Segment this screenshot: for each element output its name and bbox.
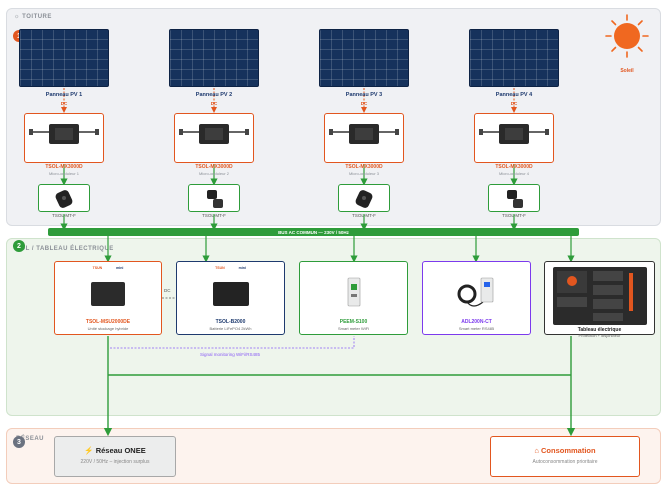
consumption-title-row: ⌂ Consommation: [491, 446, 639, 455]
plug-4: [488, 184, 540, 212]
plug-icon: [55, 190, 73, 208]
brand-logo: mini: [238, 266, 246, 270]
grid-title: Réseau ONEE: [95, 446, 146, 455]
zone-floor-badge: 2: [13, 240, 25, 252]
device-name: Tableau électrique: [577, 327, 622, 333]
device-wifi-meter: PEEM-S100 Smart meter WiFi: [299, 261, 408, 335]
micro-inverter-icon: [479, 124, 549, 144]
consumption-sub: Autoconsommation prioritaire: [532, 459, 598, 465]
pv-panel-2: [169, 29, 259, 87]
sun-label: Soleil: [620, 68, 634, 74]
device-sub: Unité stockage hybride: [87, 326, 129, 331]
device-sub: Protection + disjoncteur: [578, 333, 621, 338]
device-name: TSOL-B2000: [215, 319, 246, 325]
consumption-title: Consommation: [541, 446, 596, 455]
zone-grid-badge: 3: [13, 436, 25, 448]
pv-panel-label: Panneau PV 2: [195, 92, 233, 98]
device-sub: Smart meter WiFi: [337, 326, 370, 331]
micro-inverter-sub: Micro-onduleur 1: [48, 171, 79, 176]
micro-inverter-icon: [179, 124, 249, 144]
grid-title-row: ⚡ Réseau ONEE: [55, 446, 175, 455]
micro-inverter-1: [24, 113, 104, 163]
device-rs485-meter: ADL200N-CT Smart meter RS485: [422, 261, 531, 335]
storage-dc-label: DC: [164, 288, 171, 293]
storage-unit-icon: [91, 282, 125, 306]
roof-sun-icon: ☼: [14, 14, 20, 20]
brand-logo: TSUN: [215, 266, 225, 270]
plug-name: TSOL-MT-F: [52, 213, 76, 218]
micro-inverter-4: [474, 113, 554, 163]
micro-inverter-name: TSOL-MX3000D: [45, 164, 83, 170]
dc-label: DC: [510, 101, 518, 106]
device-storage-unit: TSUN mini TSOL-MSU2000DE Unité stockage …: [54, 261, 162, 335]
plug-3: [338, 184, 390, 212]
pv-panel-4: [469, 29, 559, 87]
brand-logos: TSUN mini: [55, 266, 161, 270]
micro-inverter-sub: Micro-onduleur 3: [348, 171, 379, 176]
brand-logo: TSUN: [92, 266, 103, 270]
micro-inverter-sub: Micro-onduleur 4: [498, 171, 529, 176]
micro-inverter-name: TSOL-MX3000D: [345, 164, 383, 170]
plug-icon: [207, 190, 223, 208]
smart-meter-icon: [347, 277, 361, 307]
brand-logos: TSUN mini: [177, 266, 284, 270]
micro-inverter-name: TSOL-MX3000D: [195, 164, 233, 170]
pv-panel-3: [319, 29, 409, 87]
plug-name: TSOL-MT-F: [502, 213, 526, 218]
micro-inverter-2: [174, 113, 254, 163]
ct-meter-icon: [457, 277, 494, 307]
micro-inverter-icon: [29, 124, 99, 144]
plug-icon: [355, 190, 373, 208]
zone-roof-title: ☼ TOITURE: [14, 14, 52, 20]
dc-label: DC: [360, 101, 368, 106]
house-icon: ⌂: [534, 446, 539, 455]
grid-onee-box: ⚡ Réseau ONEE 220V / 50Hz – injection su…: [54, 436, 176, 477]
grid-sub: 220V / 50Hz – injection surplus: [80, 459, 150, 465]
zone-floor-title: SOL / TABLEAU ÉLECTRIQUE: [16, 246, 114, 252]
battery-icon: [213, 282, 249, 306]
device-name: PEEM-S100: [339, 319, 368, 325]
zone-grid-title: RÉSEAU: [16, 436, 45, 442]
device-name: TSOL-MSU2000DE: [85, 319, 131, 325]
electrical-panel-icon: [553, 267, 647, 325]
plug-1: [38, 184, 90, 212]
device-name: ADL200N-CT: [461, 319, 492, 325]
plug-2: [188, 184, 240, 212]
dc-label: DC: [60, 101, 68, 106]
micro-inverter-3: [324, 113, 404, 163]
pv-panel-label: Panneau PV 3: [345, 92, 383, 98]
micro-inverter-sub: Micro-onduleur 2: [198, 171, 229, 176]
ac-bus-bar: BUS AC COMMUN — 230V / 50Hz: [48, 228, 579, 236]
plug-name: TSOL-MT-F: [352, 213, 376, 218]
dc-label: DC: [210, 101, 218, 106]
consumption-box: ⌂ Consommation Autoconsommation priorita…: [490, 436, 640, 477]
device-electrical-panel: Tableau électrique Protection + disjonct…: [544, 261, 655, 338]
device-battery: TSUN mini TSOL-B2000 Batterie LiFePO4 2k…: [176, 261, 285, 335]
pv-panel-label: Panneau PV 1: [45, 92, 83, 98]
sun-icon: [605, 14, 649, 58]
plug-icon: [507, 190, 523, 208]
device-sub: Smart meter RS485: [458, 326, 495, 331]
pv-panel-label: Panneau PV 4: [495, 92, 533, 98]
pv-panel-1: [19, 29, 109, 87]
lightning-icon: ⚡: [84, 446, 94, 455]
micro-inverter-icon: [329, 124, 399, 144]
brand-logo: mini: [116, 266, 124, 270]
device-sub: Batterie LiFePO4 2kWh: [209, 326, 252, 331]
plug-name: TSOL-MT-F: [202, 213, 226, 218]
signal-monitoring-label: Signal monitoring WiFi/RS485: [199, 352, 261, 357]
micro-inverter-name: TSOL-MX3000D: [495, 164, 533, 170]
